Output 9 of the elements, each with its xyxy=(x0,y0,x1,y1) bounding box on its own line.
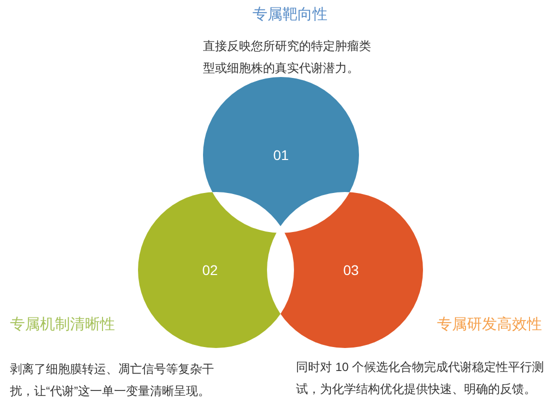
section-description: 同时对 10 个候选化合物完成代谢稳定性平行测试，为化学结构优化提供快速、明确的反馈。 xyxy=(296,359,546,398)
section-description: 直接反映您所研究的特定肿瘤类型或细胞株的真实代谢潜力。 xyxy=(203,38,372,77)
section-heading: 专属研发高效性 xyxy=(437,316,542,334)
section-heading: 专属靶向性 xyxy=(252,6,328,24)
section-description: 剥离了细胞膜转运、凋亡信号等复杂干扰，让“代谢”这一单一变量清晰呈现。 xyxy=(10,361,215,400)
section-number: 01 xyxy=(273,147,289,163)
section-number: 02 xyxy=(202,262,218,278)
section-number: 03 xyxy=(343,262,359,278)
section-heading: 专属机制清晰性 xyxy=(10,316,115,334)
